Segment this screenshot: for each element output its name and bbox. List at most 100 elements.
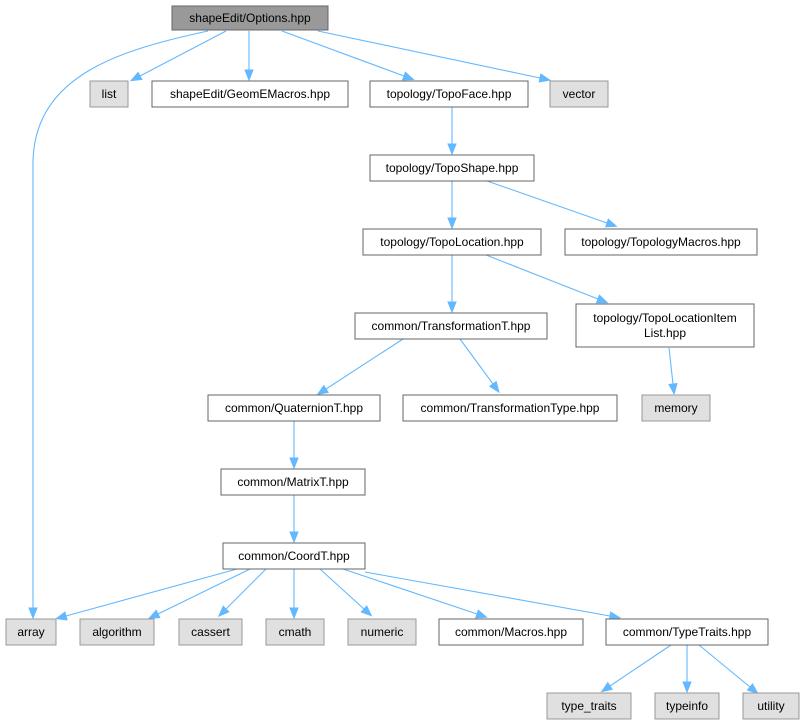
edge-topolocation-to-transformationt xyxy=(447,255,457,314)
edge-transformationt-to-quaterniont xyxy=(316,338,404,396)
node-label: common/TypeTraits.hpp xyxy=(623,625,752,639)
node-quaterniont[interactable]: common/QuaternionT.hpp xyxy=(207,394,381,422)
edge-line xyxy=(609,644,672,687)
edge-coordt-to-array xyxy=(55,568,238,621)
node-box xyxy=(354,312,548,340)
edge-matrixt-to-coordt xyxy=(289,495,299,544)
node-matrixt[interactable]: common/MatrixT.hpp xyxy=(220,468,366,496)
node-label: utility xyxy=(757,699,784,713)
edge-topolocationitemlist-to-memory xyxy=(668,347,678,396)
node-label: common/CoordT.hpp xyxy=(238,549,350,563)
edge-line xyxy=(317,30,541,79)
edge-line xyxy=(139,30,227,77)
node-box xyxy=(369,154,535,182)
edge-toposhape-to-topologymacros xyxy=(486,180,618,228)
arrowhead-icon xyxy=(289,531,299,544)
arrowhead-icon xyxy=(682,681,692,694)
edge-toposhape-to-topolocation xyxy=(447,181,457,230)
node-geomemacros[interactable]: shapeEdit/GeomEMacros.hpp xyxy=(151,80,349,108)
edge-typetraits-to-type_traits xyxy=(600,644,672,693)
node-label: common/TransformationType.hpp xyxy=(421,401,600,415)
node-label: typeinfo xyxy=(666,699,708,713)
node-box xyxy=(347,618,417,646)
node-box xyxy=(605,618,769,646)
node-transformationtype[interactable]: common/TransformationType.hpp xyxy=(402,394,618,422)
node-label: common/MatrixT.hpp xyxy=(237,475,349,489)
node-cmath: cmath xyxy=(265,618,325,646)
node-label: common/QuaternionT.hpp xyxy=(225,401,363,415)
node-label: topology/TopologyMacros.hpp xyxy=(581,235,741,249)
edge-line xyxy=(459,338,494,385)
node-label: list xyxy=(102,87,117,101)
node-label: cassert xyxy=(191,625,230,639)
edge-line xyxy=(668,347,674,385)
arrowhead-icon xyxy=(474,609,488,619)
arrowhead-icon xyxy=(746,683,759,695)
node-label: List.hpp xyxy=(644,326,686,340)
edge-line xyxy=(281,30,405,77)
node-toposhape[interactable]: topology/TopoShape.hpp xyxy=(369,154,535,182)
node-box xyxy=(171,5,329,31)
arrowhead-icon xyxy=(129,71,143,82)
edge-coordt-to-algorithm xyxy=(147,568,251,619)
node-cassert: cassert xyxy=(178,618,243,646)
edge-coordt-to-cmath xyxy=(289,569,299,620)
node-label: topology/TopoLocation.hpp xyxy=(380,235,524,249)
node-typetraits[interactable]: common/TypeTraits.hpp xyxy=(605,618,769,646)
node-coordt[interactable]: common/CoordT.hpp xyxy=(222,542,366,570)
arrowhead-icon xyxy=(289,457,299,470)
node-box xyxy=(575,303,755,348)
node-label: algorithm xyxy=(92,625,141,639)
edge-line xyxy=(486,180,608,224)
node-box xyxy=(151,80,349,108)
arrowhead-icon xyxy=(55,611,68,621)
node-typeinfo: typeinfo xyxy=(654,692,720,720)
edge-options-to-geomemacros xyxy=(244,31,254,82)
node-label: array xyxy=(17,625,44,639)
node-box xyxy=(362,228,542,256)
node-box xyxy=(265,618,325,646)
node-options[interactable]: shapeEdit/Options.hpp xyxy=(171,5,329,31)
node-array: array xyxy=(5,618,57,646)
edge-coordt-to-macros xyxy=(342,568,488,619)
arrowhead-icon xyxy=(447,217,457,230)
arrowhead-icon xyxy=(488,380,500,394)
edge-line xyxy=(32,30,209,608)
edge-line xyxy=(698,644,751,688)
node-utility: utility xyxy=(742,692,800,720)
node-transformationt[interactable]: common/TransformationT.hpp xyxy=(354,312,548,340)
arrowhead-icon xyxy=(217,605,230,618)
node-vector: vector xyxy=(549,80,609,108)
arrowhead-icon xyxy=(28,607,38,620)
node-topologymacros[interactable]: topology/TopologyMacros.hpp xyxy=(564,228,758,256)
edge-coordt-to-numeric xyxy=(319,568,373,617)
node-list: list xyxy=(89,80,129,108)
node-label: common/TransformationT.hpp xyxy=(372,319,531,333)
node-label: cmath xyxy=(279,625,312,639)
edge-transformationt-to-transformationtype xyxy=(459,338,500,394)
arrowhead-icon xyxy=(600,681,614,693)
node-box xyxy=(402,394,618,422)
node-topoface[interactable]: topology/TopoFace.hpp xyxy=(369,80,529,108)
edge-coordt-to-typetraits xyxy=(364,571,622,621)
node-macros[interactable]: common/Macros.hpp xyxy=(438,618,584,646)
node-label: topology/TopoShape.hpp xyxy=(386,161,519,175)
arrowhead-icon xyxy=(360,605,373,617)
node-label: type_traits xyxy=(561,699,616,713)
node-box xyxy=(438,618,584,646)
node-label: memory xyxy=(654,401,697,415)
node-label: shapeEdit/GeomEMacros.hpp xyxy=(170,87,330,101)
node-algorithm: algorithm xyxy=(79,618,155,646)
node-label: vector xyxy=(563,87,596,101)
arrowhead-icon xyxy=(538,73,552,83)
node-box xyxy=(546,692,632,720)
edge-line xyxy=(325,338,404,390)
node-box xyxy=(220,468,366,496)
node-numeric: numeric xyxy=(347,618,417,646)
node-box xyxy=(89,80,129,108)
arrowhead-icon xyxy=(604,218,618,228)
node-topolocation[interactable]: topology/TopoLocation.hpp xyxy=(362,228,542,256)
edge-line xyxy=(342,568,478,615)
